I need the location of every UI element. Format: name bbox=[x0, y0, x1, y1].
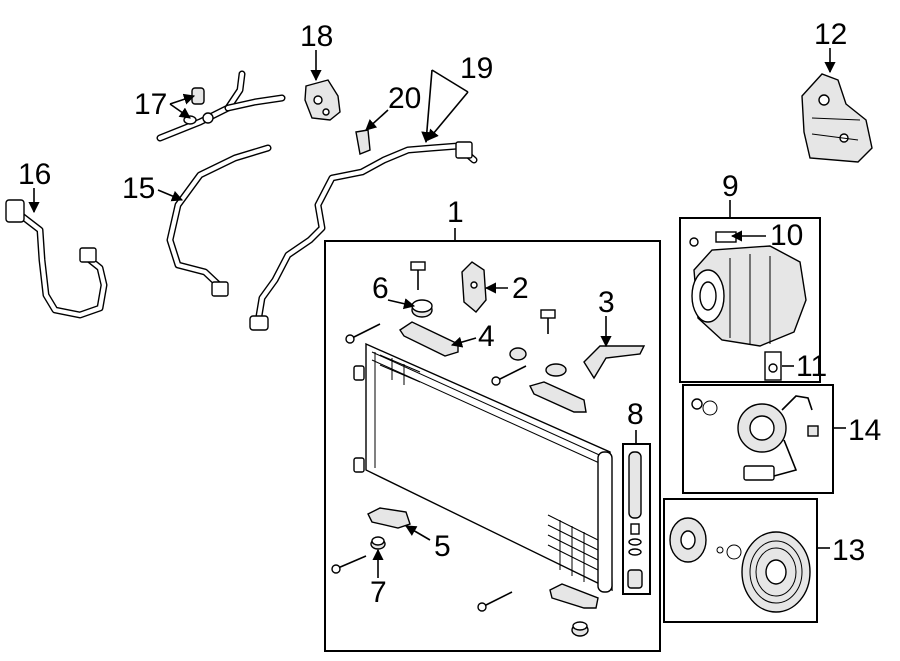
callout-6: 6 bbox=[372, 272, 389, 305]
bracket-18 bbox=[304, 79, 341, 121]
bracket-2 bbox=[461, 261, 487, 313]
callout-5: 5 bbox=[434, 530, 451, 563]
drier-kit bbox=[627, 451, 643, 589]
receiver-drier bbox=[597, 451, 613, 593]
bolt-upper-1 bbox=[410, 261, 426, 290]
mount-mid bbox=[509, 347, 567, 377]
leader-lines bbox=[28, 48, 846, 578]
hose-16 bbox=[5, 199, 108, 319]
bracket-3 bbox=[583, 345, 646, 380]
bolt-upper-2 bbox=[540, 309, 556, 334]
callout-3: 3 bbox=[598, 286, 615, 319]
callout-19: 19 bbox=[460, 52, 493, 85]
callout-15: 15 bbox=[122, 172, 155, 205]
condenser bbox=[353, 342, 613, 593]
bolt-10 bbox=[715, 231, 737, 243]
field-coil bbox=[691, 395, 819, 481]
bracket-lower bbox=[549, 583, 599, 609]
compressor-box bbox=[679, 217, 821, 383]
callout-16: 16 bbox=[18, 158, 51, 191]
callout-18: 18 bbox=[300, 20, 333, 53]
callout-14: 14 bbox=[848, 414, 881, 447]
bracket-mid bbox=[528, 381, 587, 413]
bolt-lower-left bbox=[331, 555, 367, 574]
clutch-box bbox=[663, 498, 818, 623]
bolt-mid bbox=[491, 365, 527, 386]
callout-8: 8 bbox=[627, 398, 644, 431]
mount-6 bbox=[411, 299, 433, 318]
callout-17: 17 bbox=[134, 88, 167, 121]
compressor bbox=[689, 231, 807, 347]
clutch bbox=[669, 517, 811, 613]
field-coil-box bbox=[682, 384, 834, 494]
bolt-top-left bbox=[345, 323, 381, 344]
callout-13: 13 bbox=[832, 534, 865, 567]
callout-2: 2 bbox=[512, 272, 529, 305]
callout-4: 4 bbox=[478, 320, 495, 353]
bolt-lower-mid bbox=[477, 591, 513, 612]
callout-12: 12 bbox=[814, 18, 847, 51]
callout-10: 10 bbox=[770, 219, 803, 252]
hose-15 bbox=[166, 144, 272, 297]
callout-7: 7 bbox=[370, 576, 387, 609]
hose-17-assembly bbox=[156, 70, 286, 142]
grommet-7 bbox=[370, 536, 386, 550]
callout-9: 9 bbox=[722, 170, 739, 203]
mount-bottom bbox=[571, 621, 589, 637]
hose-19 bbox=[249, 129, 478, 331]
bracket-12 bbox=[801, 73, 873, 163]
callout-11: 11 bbox=[796, 350, 827, 383]
bracket-4 bbox=[399, 321, 459, 357]
callout-20: 20 bbox=[388, 82, 421, 115]
bracket-5 bbox=[367, 507, 411, 529]
callout-1: 1 bbox=[447, 196, 464, 229]
sensor-20 bbox=[355, 129, 371, 155]
hose-16-fitting bbox=[5, 199, 25, 223]
condenser-group-box bbox=[324, 240, 661, 652]
